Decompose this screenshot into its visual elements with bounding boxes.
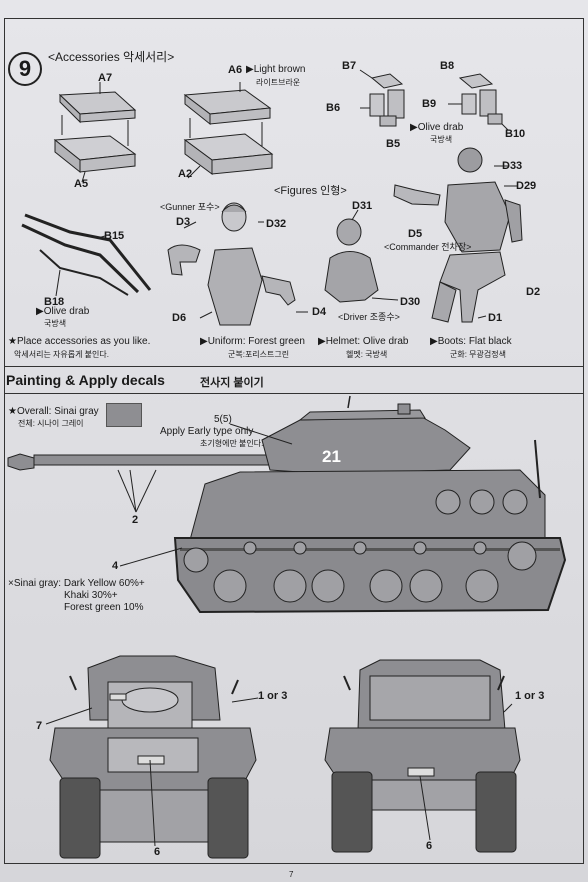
commander-label: <Commander 전차장>: [384, 242, 472, 252]
note-helmet-kr: 헬멧: 국방색: [346, 350, 388, 359]
overall-color-kr: 전체: 시나이 그레이: [18, 419, 84, 428]
part-d32: D32: [266, 218, 287, 230]
painting-band: [4, 366, 584, 394]
part-d31: D31: [352, 200, 373, 212]
crate-a7-a5: [53, 82, 137, 183]
note-uniform: ▶Uniform: Forest green: [200, 336, 305, 347]
part-d1: D1: [488, 312, 503, 324]
part-d5: D5: [408, 228, 423, 240]
part-d4: D4: [312, 306, 327, 318]
note-place-accessories: ★Place accessories as you like.: [8, 336, 151, 347]
tank-front-view: [49, 655, 257, 859]
leader-lines: [45, 423, 513, 847]
part-b5: B5: [386, 138, 401, 150]
part-b6: B6: [326, 102, 341, 114]
part-b15: B15: [104, 230, 125, 242]
color-olive-drab-left: ▶Olive drab: [36, 306, 90, 317]
jack-b15-b18: [21, 213, 152, 297]
part-d29: D29: [516, 180, 537, 192]
mix-line-2: Khaki 30%+: [64, 590, 118, 601]
accessories-title: <Accessories 악세서리>: [48, 50, 175, 64]
part-b10: B10: [505, 128, 526, 140]
decal-7: 7: [36, 720, 43, 732]
ammo-boxes-b: [359, 69, 509, 131]
note-boots-kr: 군화: 무광검정색: [450, 350, 506, 359]
gunner-figure: [167, 202, 308, 326]
part-a5: A5: [74, 178, 89, 190]
part-d30: D30: [400, 296, 421, 308]
painting-title: Painting & Apply decals: [6, 372, 165, 388]
mix-line-3: Forest green 10%: [64, 602, 144, 613]
apply-early-note: Apply Early type only: [160, 426, 254, 437]
color-light-brown-kr: 라이트브라운: [256, 78, 301, 87]
part-a6: A6: [228, 64, 243, 76]
decal-1or3-rear: 1 or 3: [515, 690, 545, 702]
part-d2: D2: [526, 286, 541, 298]
part-b18: B18: [44, 296, 65, 308]
apply-early-note-kr: 초기형에만 붙인다.: [200, 439, 264, 448]
mix-line-1: ×Sinai gray: Dark Yellow 60%+: [8, 578, 145, 589]
color-olive-drab-left-kr: 국방색: [44, 319, 67, 328]
decal-4: 4: [112, 560, 119, 572]
sinai-gray-swatch: [106, 403, 142, 427]
part-d6: D6: [172, 312, 187, 324]
part-b8: B8: [440, 60, 455, 72]
part-b7: B7: [342, 60, 357, 72]
driver-figure: [324, 209, 399, 303]
note-boots: ▶Boots: Flat black: [430, 336, 512, 347]
page-frame: [4, 18, 584, 864]
overall-color: ★Overall: Sinai gray: [8, 406, 99, 417]
part-d33: D33: [502, 160, 523, 172]
step-number: 9: [8, 52, 42, 86]
decal-6-front: 6: [154, 846, 161, 858]
decal-5: 5(5): [214, 414, 232, 425]
page-number: 7: [289, 870, 294, 879]
part-a7: A7: [98, 72, 113, 84]
note-place-accessories-kr: 악세서리는 자유롭게 붙인다.: [14, 350, 109, 359]
decal-2: 2: [132, 514, 139, 526]
road-wheels: [183, 489, 537, 603]
driver-label: <Driver 조종수>: [338, 312, 400, 322]
tank-rear-view: [324, 659, 521, 853]
tank-side-view: [7, 395, 567, 614]
part-a2: A2: [178, 168, 193, 180]
turret-number-shape: 21: [322, 447, 341, 466]
painting-title-kr: 전사지 붙이기: [200, 377, 264, 389]
commander-figure: [393, 147, 523, 323]
gunner-label: <Gunner 포수>: [160, 202, 220, 212]
part-d3: D3: [176, 216, 191, 228]
decal-6-rear: 6: [426, 840, 433, 852]
color-olive-drab-b: ▶Olive drab: [410, 122, 464, 133]
crate-a6-a2: [183, 82, 274, 179]
figures-title: <Figures 인형>: [274, 185, 347, 197]
color-olive-drab-b-kr: 국방색: [430, 135, 453, 144]
decal-1or3-front: 1 or 3: [258, 690, 288, 702]
note-uniform-kr: 군복:포리스트그린: [228, 350, 290, 359]
color-light-brown: ▶Light brown: [246, 64, 306, 75]
part-b9: B9: [422, 98, 437, 110]
note-helmet: ▶Helmet: Olive drab: [318, 336, 409, 347]
